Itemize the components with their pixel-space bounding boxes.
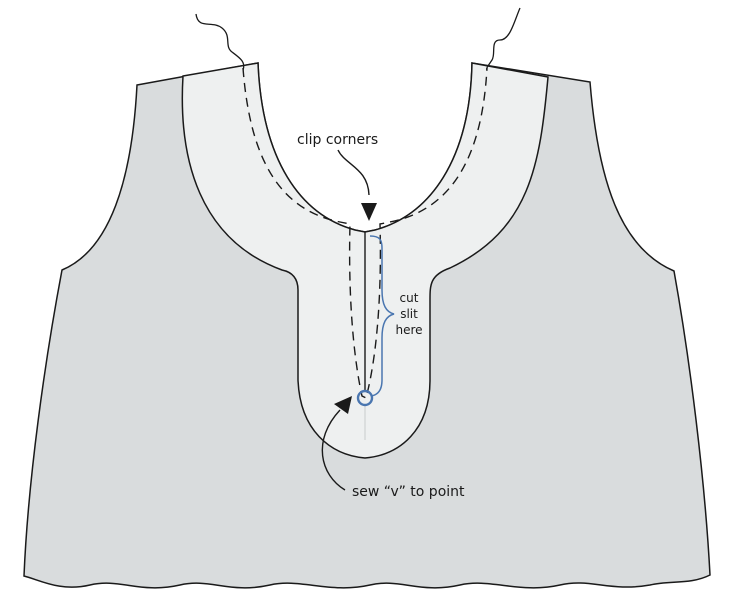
sew-v-arrowhead-icon (334, 396, 352, 414)
cut-slit-label-line-3: here (395, 323, 422, 337)
cut-slit-label-line-1: cut (400, 291, 419, 305)
thread-tail-right-icon (486, 7, 521, 71)
clip-corners-label: clip corners (297, 132, 378, 148)
pivot-point-circle-marker-icon (356, 389, 374, 407)
stitch-line (242, 67, 488, 400)
clip-corners-arrow-line (337, 149, 370, 196)
thread-tail-left-icon (195, 13, 245, 71)
cut-slit-brace (369, 235, 395, 397)
clip-corners-arrowhead-icon (361, 203, 377, 221)
sew-v-to-point-label: sew “v” to point (352, 484, 465, 500)
sew-v-arrow-line (321, 409, 346, 491)
cut-slit-label-line-2: slit (400, 307, 418, 321)
